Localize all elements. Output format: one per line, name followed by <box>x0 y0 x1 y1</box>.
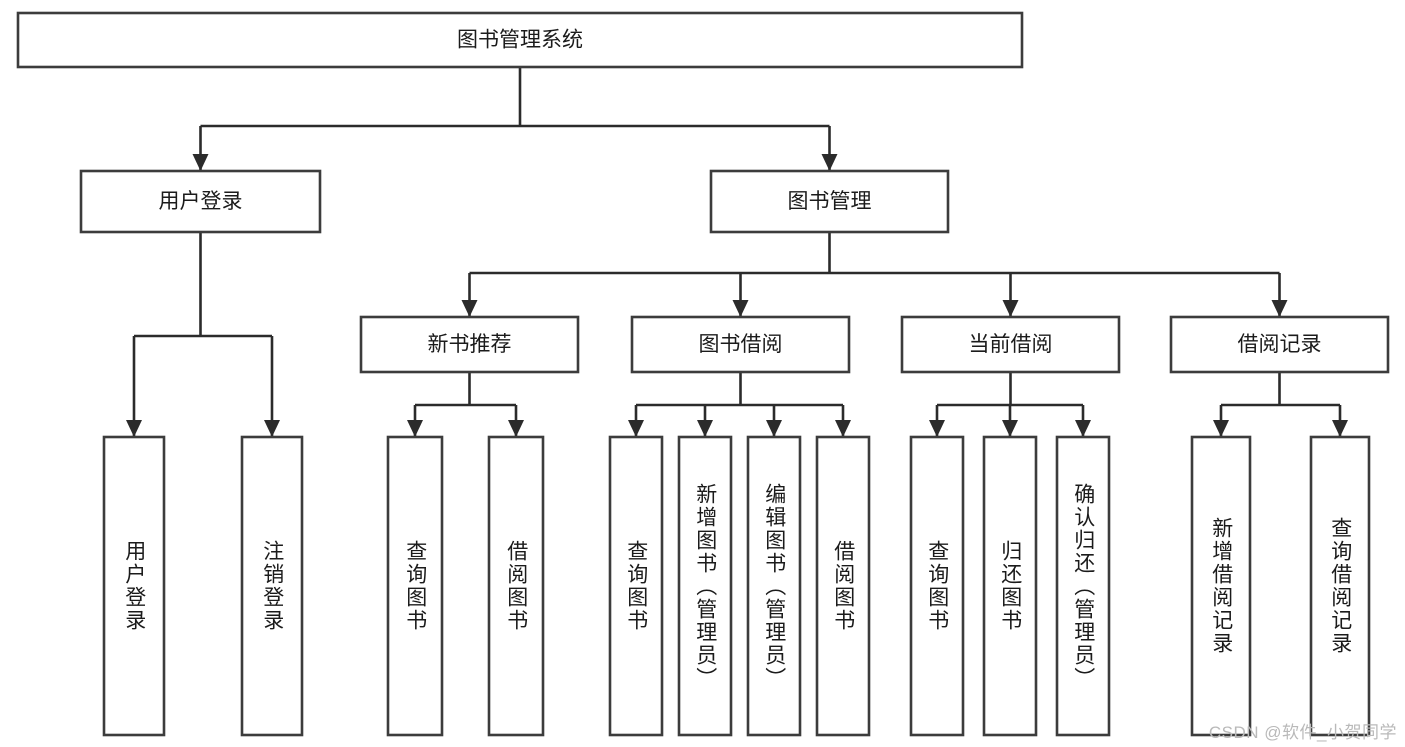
arrow-head-icon <box>929 420 945 437</box>
arrow-head-icon <box>461 300 478 317</box>
arrow-head-icon <box>1002 420 1018 437</box>
node-label-user-login: 用户登录 <box>159 190 243 213</box>
node-box-borrow-record[interactable] <box>1169 315 1390 374</box>
node-box-leaf-logout[interactable] <box>240 435 304 737</box>
node-box-leaf-borrow-book-new[interactable] <box>487 435 545 737</box>
node-box-leaf-query-book-current[interactable] <box>909 435 965 737</box>
node-box-leaf-query-book-new[interactable] <box>386 435 444 737</box>
arrow-head-icon <box>126 420 142 437</box>
node-label-book-manage: 图书管理 <box>788 190 872 213</box>
node-box-leaf-confirm-return-admin[interactable] <box>1055 435 1111 737</box>
node-box-current-borrow[interactable] <box>900 315 1121 374</box>
arrow-head-icon <box>821 154 838 171</box>
node-box-leaf-return-book[interactable] <box>982 435 1038 737</box>
arrow-head-icon <box>1075 420 1091 437</box>
arrow-head-icon <box>264 420 280 437</box>
csdn-watermark: CSDN @软件_小贺同学 <box>1208 723 1397 742</box>
arrow-head-icon <box>192 154 209 171</box>
box-layer <box>16 11 1390 737</box>
node-box-leaf-user-login[interactable] <box>102 435 166 737</box>
arrow-head-icon <box>766 420 782 437</box>
node-box-leaf-edit-book-admin[interactable] <box>746 435 802 737</box>
connector-layer <box>126 67 1348 437</box>
arrow-head-icon <box>628 420 644 437</box>
node-label-current-borrow: 当前借阅 <box>969 333 1053 356</box>
node-label-new-book-recommend: 新书推荐 <box>428 333 512 356</box>
node-box-root[interactable] <box>16 11 1024 69</box>
node-box-leaf-query-book-borrow[interactable] <box>608 435 664 737</box>
node-box-book-manage[interactable] <box>709 169 950 234</box>
node-box-leaf-add-borrow-record[interactable] <box>1190 435 1252 737</box>
arrow-head-icon <box>835 420 851 437</box>
node-label-book-borrow: 图书借阅 <box>699 333 783 356</box>
node-box-leaf-query-borrow-record[interactable] <box>1309 435 1371 737</box>
node-label-root: 图书管理系统 <box>457 29 583 52</box>
node-box-leaf-borrow-book[interactable] <box>815 435 871 737</box>
arrow-head-icon <box>407 420 423 437</box>
node-box-book-borrow[interactable] <box>630 315 851 374</box>
arrow-head-icon <box>697 420 713 437</box>
node-box-new-book-recommend[interactable] <box>359 315 580 374</box>
arrow-head-icon <box>1332 420 1348 437</box>
arrow-head-icon <box>508 420 524 437</box>
node-box-leaf-add-book-admin[interactable] <box>677 435 733 737</box>
arrow-head-icon <box>1213 420 1229 437</box>
node-label-borrow-record: 借阅记录 <box>1238 333 1322 356</box>
arrow-head-icon <box>1002 300 1019 317</box>
arrow-head-icon <box>1271 300 1288 317</box>
arrow-head-icon <box>732 300 749 317</box>
node-box-user-login[interactable] <box>79 169 322 234</box>
